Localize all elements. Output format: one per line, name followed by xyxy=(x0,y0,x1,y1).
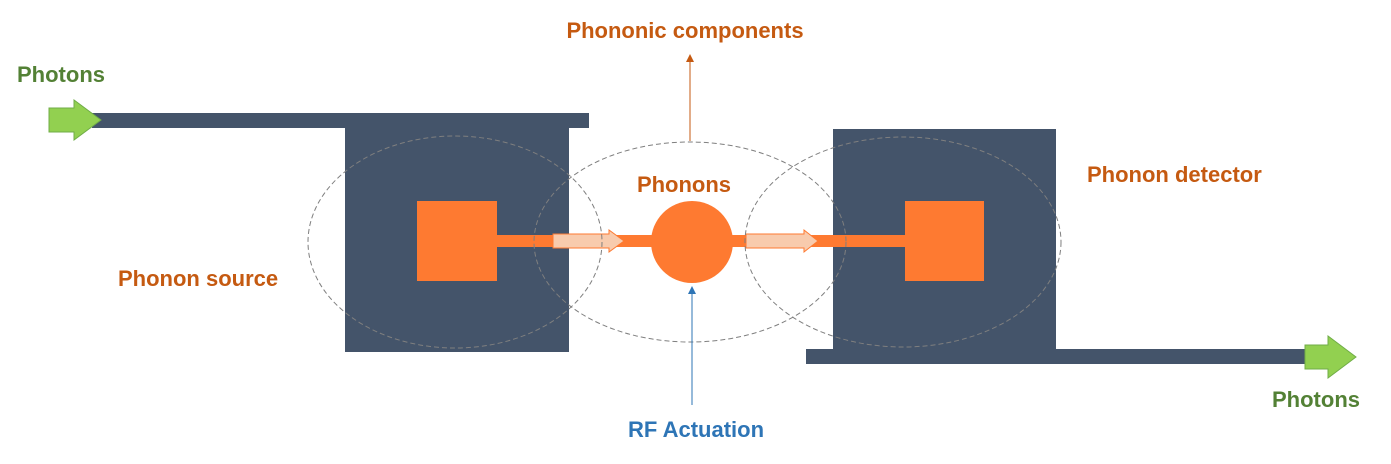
phononic-components-label: Phononic components xyxy=(566,18,803,43)
phonon-arrow-left xyxy=(552,229,625,253)
photon-output-arrow xyxy=(1304,335,1357,379)
source-transducer xyxy=(417,201,497,281)
phononic-components-outline xyxy=(533,141,847,343)
photons-out-label: Photons xyxy=(1272,387,1360,412)
output-waveguide xyxy=(806,349,1306,364)
rf-actuation-label: RF Actuation xyxy=(628,417,764,442)
input-waveguide xyxy=(92,113,589,128)
photon-input-arrow xyxy=(48,99,102,141)
photons-in-label: Photons xyxy=(17,62,105,87)
phonon-source-label: Phonon source xyxy=(118,266,278,291)
phonon-resonator xyxy=(651,201,733,283)
phonons-label: Phonons xyxy=(637,172,731,197)
source-region-outline xyxy=(307,135,603,349)
detector-transducer xyxy=(905,201,984,281)
phonon-detector-label: Phonon detector xyxy=(1087,162,1262,187)
phonon-arrow-right xyxy=(745,228,819,254)
detector-region-outline xyxy=(744,136,1062,348)
